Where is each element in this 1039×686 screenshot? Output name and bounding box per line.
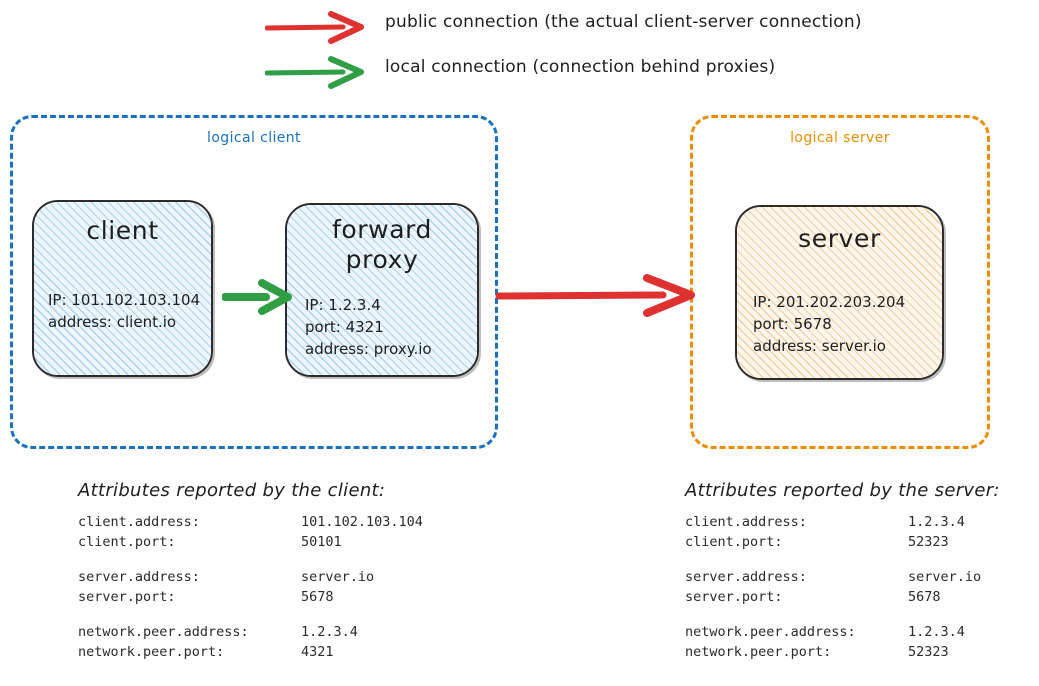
table-row: server.address: server.io (685, 568, 981, 588)
attr-key: network.peer.address: (78, 623, 249, 640)
attr-value: 4321 (301, 643, 334, 660)
table-row: server.address: server.io (78, 568, 423, 588)
attr-key: network.peer.address: (685, 623, 856, 640)
attributes-server-table: client.address: 1.2.3.4 client.port: 523… (685, 513, 981, 663)
attr-value: 50101 (301, 533, 342, 550)
table-row: network.peer.address: 1.2.3.4 (78, 623, 423, 643)
table-row: client.address: 1.2.3.4 (685, 513, 981, 533)
attr-value: 5678 (908, 588, 941, 605)
attr-value: 1.2.3.4 (908, 623, 965, 640)
attributes-reported-by-server: Attributes reported by the server: clien… (685, 480, 1000, 663)
attr-key: server.port: (685, 588, 783, 605)
table-row-spacer (78, 608, 423, 623)
table-row: client.port: 52323 (685, 533, 981, 553)
arrow-public-connection-client-to-server (495, 274, 695, 317)
table-row-spacer (685, 608, 981, 623)
attr-value: 5678 (301, 588, 334, 605)
attributes-reported-by-client: Attributes reported by the client: clien… (78, 480, 423, 663)
legend: public connection (the actual client-ser… (0, 0, 1039, 100)
attr-value: 52323 (908, 533, 949, 550)
attr-key: network.peer.port: (685, 643, 832, 660)
attr-value: server.io (908, 568, 982, 585)
attr-value: server.io (301, 568, 375, 585)
node-server-title: server (798, 224, 881, 253)
arrow-right-icon (265, 11, 364, 44)
table-row: client.address: 101.102.103.104 (78, 513, 423, 533)
attr-key: server.address: (685, 568, 807, 585)
table-row-spacer (78, 553, 423, 568)
attributes-server-heading: Attributes reported by the server: (685, 480, 1000, 501)
table-row: client.port: 50101 (78, 533, 423, 553)
attributes-client-table: client.address: 101.102.103.104 client.p… (78, 513, 423, 663)
logical-client-label: logical client (207, 130, 301, 146)
attr-key: network.peer.port: (78, 643, 225, 660)
attr-key: server.port: (78, 588, 176, 605)
arrow-right-icon (265, 56, 364, 89)
table-row: network.peer.port: 52323 (685, 643, 981, 663)
node-server-hatch-fill (737, 207, 942, 378)
node-forward-proxy-hatch-fill (287, 205, 477, 375)
table-row: server.port: 5678 (78, 588, 423, 608)
attr-key: client.port: (685, 533, 783, 550)
attr-value: 1.2.3.4 (301, 623, 358, 640)
node-client-title: client (86, 216, 159, 245)
legend-label-local-connection: local connection (connection behind prox… (385, 57, 776, 77)
attributes-client-heading: Attributes reported by the client: (78, 480, 386, 501)
logical-server-label: logical server (790, 130, 890, 146)
table-row-spacer (685, 553, 981, 568)
logical-client-container: logical client (10, 115, 498, 449)
node-client-hatch-fill (34, 202, 211, 375)
legend-label-public-connection: public connection (the actual client-ser… (385, 12, 862, 32)
table-row: network.peer.address: 1.2.3.4 (685, 623, 981, 643)
attr-key: client.address: (78, 514, 200, 530)
attr-value: 1.2.3.4 (908, 514, 965, 530)
attr-key: client.address: (685, 514, 807, 530)
table-row: server.port: 5678 (685, 588, 981, 608)
attr-key: server.address: (78, 568, 200, 585)
attr-value: 101.102.103.104 (301, 514, 423, 530)
attr-key: client.port: (78, 533, 176, 550)
table-row: network.peer.port: 4321 (78, 643, 423, 663)
attr-value: 52323 (908, 643, 949, 660)
